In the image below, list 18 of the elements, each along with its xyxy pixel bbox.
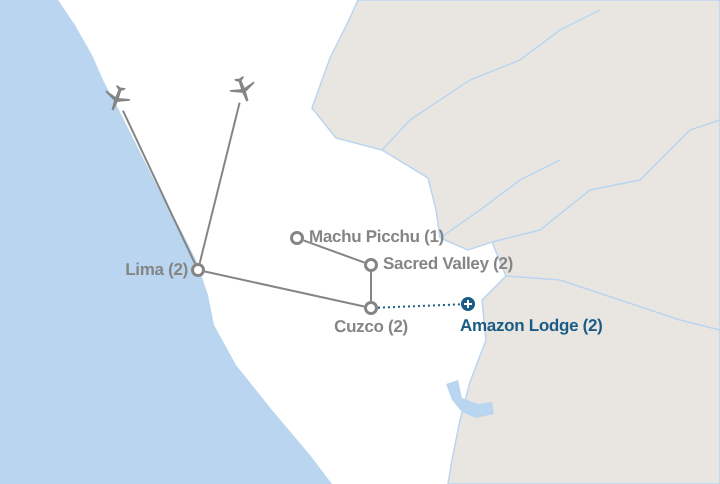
place-label: Cuzco (2) bbox=[334, 318, 408, 335]
stop-marker bbox=[364, 301, 378, 315]
route-line bbox=[378, 303, 462, 309]
route-line bbox=[122, 110, 196, 264]
stop-marker bbox=[290, 231, 304, 245]
place-label: Amazon Lodge (2) bbox=[460, 317, 603, 334]
stop-marker bbox=[191, 263, 205, 277]
stop-marker bbox=[364, 258, 378, 272]
route-line bbox=[370, 272, 372, 301]
place-label: Machu Picchu (1) bbox=[309, 228, 444, 245]
route-line bbox=[198, 102, 241, 264]
airplane-icon bbox=[103, 84, 131, 112]
route-line bbox=[303, 239, 365, 264]
place-label: Lima (2) bbox=[125, 261, 188, 278]
route-line bbox=[204, 270, 364, 308]
place-label: Sacred Valley (2) bbox=[383, 255, 514, 272]
airplane-icon bbox=[229, 75, 257, 103]
plus-marker bbox=[461, 297, 475, 311]
